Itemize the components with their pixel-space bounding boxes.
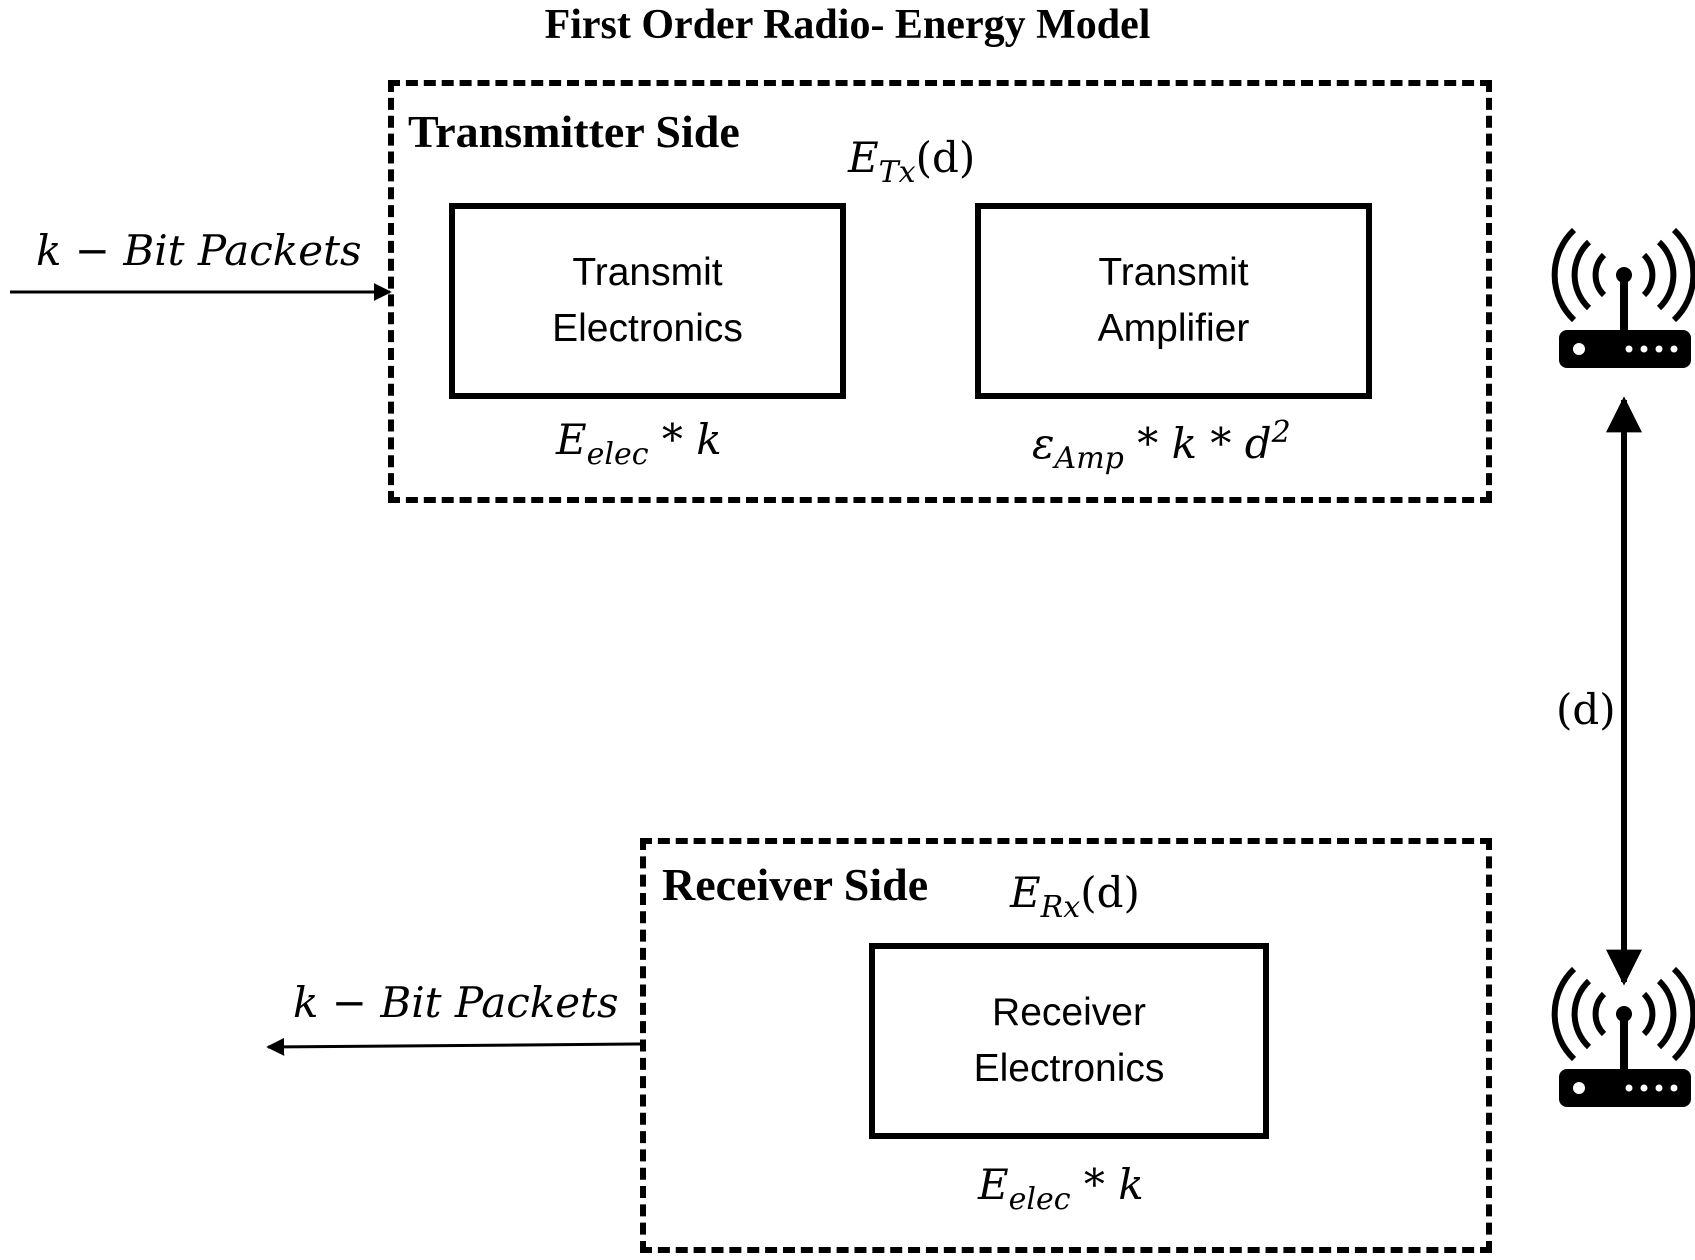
receiver-electronics-block: Receiver Electronics — [869, 943, 1269, 1139]
receiver-electronics-line1: Receiver — [992, 991, 1146, 1034]
transmit-electronics-line2: Electronics — [552, 307, 743, 350]
input-packets-label: k − Bit Packets — [36, 226, 362, 275]
receiver-electronics-line2: Electronics — [973, 1047, 1165, 1090]
transmitter-side-label: Transmitter Side — [408, 106, 740, 157]
receiver-electronics-equation: Eelec * k — [978, 1160, 1144, 1217]
diagram-title: First Order Radio- Energy Model — [544, 2, 1151, 48]
top-wireless-router-icon — [1551, 227, 1695, 368]
bottom-wireless-router-icon — [1551, 966, 1695, 1107]
transmit-electronics-equation: Eelec * k — [556, 415, 722, 472]
transmit-amplifier-equation: εAmp * k * d2 — [1032, 415, 1291, 476]
transmit-electronics-line1: Transmit — [572, 251, 723, 294]
transmitter-energy-label: ETx(d) — [848, 133, 976, 190]
receiver-side-label: Receiver Side — [662, 859, 929, 910]
transmit-amplifier-block: Transmit Amplifier — [975, 203, 1372, 399]
receiver-side-group — [640, 838, 1492, 1253]
transmit-electronics-block: Transmit Electronics — [449, 203, 846, 399]
output-packets-label: k − Bit Packets — [293, 978, 619, 1027]
output-arrow — [266, 1037, 643, 1056]
receiver-energy-label: ERx(d) — [1010, 868, 1140, 925]
transmit-amplifier-line1: Transmit — [1098, 251, 1249, 294]
distance-label: (d) — [1556, 685, 1616, 734]
transmit-amplifier-line2: Amplifier — [1097, 307, 1250, 350]
